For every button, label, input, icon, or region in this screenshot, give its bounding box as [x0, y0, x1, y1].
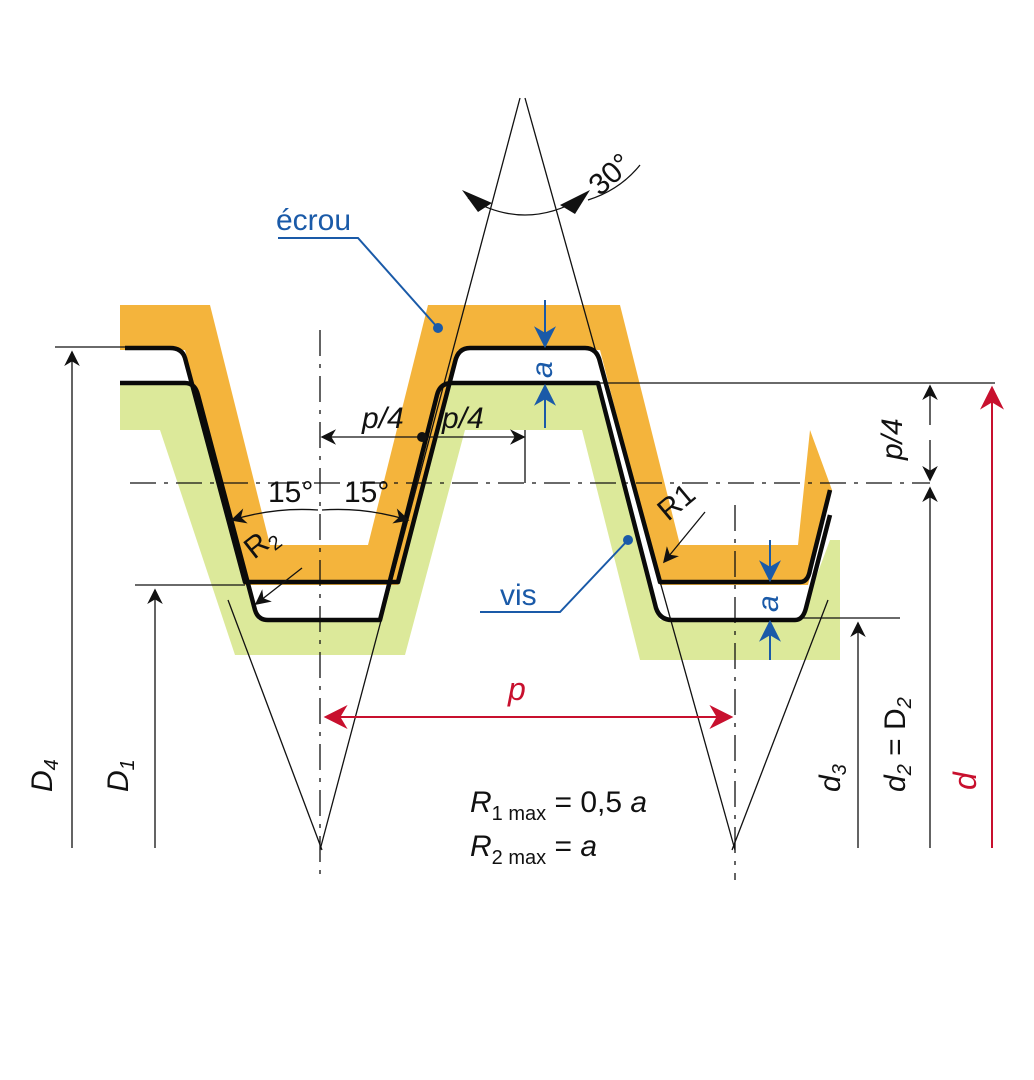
formula-r1: R1 max = 0,5 a — [470, 786, 647, 825]
p-quarter-side-label: p/4 — [876, 418, 909, 461]
angle-30-leader — [587, 164, 641, 201]
clearance-a-top-label: a — [526, 361, 559, 378]
formula-r2: R2 max = a — [470, 830, 597, 869]
nut-label: écrou — [276, 204, 351, 237]
pitch-label: p — [507, 671, 526, 707]
nut-leader-dot — [433, 323, 443, 333]
flank-construction-line — [731, 599, 829, 851]
clearance-a-bottom-label: a — [752, 595, 785, 612]
R2-leader — [254, 567, 303, 605]
flank-construction-line — [227, 599, 323, 851]
nut-profile — [125, 345, 833, 585]
D1-label: D1 — [102, 759, 139, 792]
nut-body — [120, 305, 832, 585]
angle-arrow — [462, 190, 492, 212]
screw-leader — [480, 539, 629, 613]
screw-profile — [120, 380, 833, 623]
d3-label: d3 — [814, 764, 851, 792]
p-quarter-left-label: p/4 — [361, 402, 404, 435]
R1-leader — [663, 511, 706, 564]
angle-15-left-arc — [230, 508, 319, 524]
angle-15-left-label: 15° — [268, 476, 313, 509]
d2-label: d2 = D2 — [879, 697, 916, 792]
D4-label: D4 — [26, 759, 63, 792]
angle-30-label: 30° — [583, 147, 639, 202]
screw-label: vis — [500, 579, 537, 612]
p-quarter-right-label: p/4 — [441, 402, 484, 435]
flank-construction-line — [319, 97, 521, 851]
angle-15-right-arc — [321, 508, 410, 524]
nut-leader — [278, 237, 439, 329]
major-diameter-label: d — [947, 771, 983, 790]
pitch-point — [417, 432, 427, 442]
screw-leader-dot — [623, 535, 633, 545]
angle-15-right-label: 15° — [344, 476, 389, 509]
angle-arrow — [560, 190, 590, 214]
